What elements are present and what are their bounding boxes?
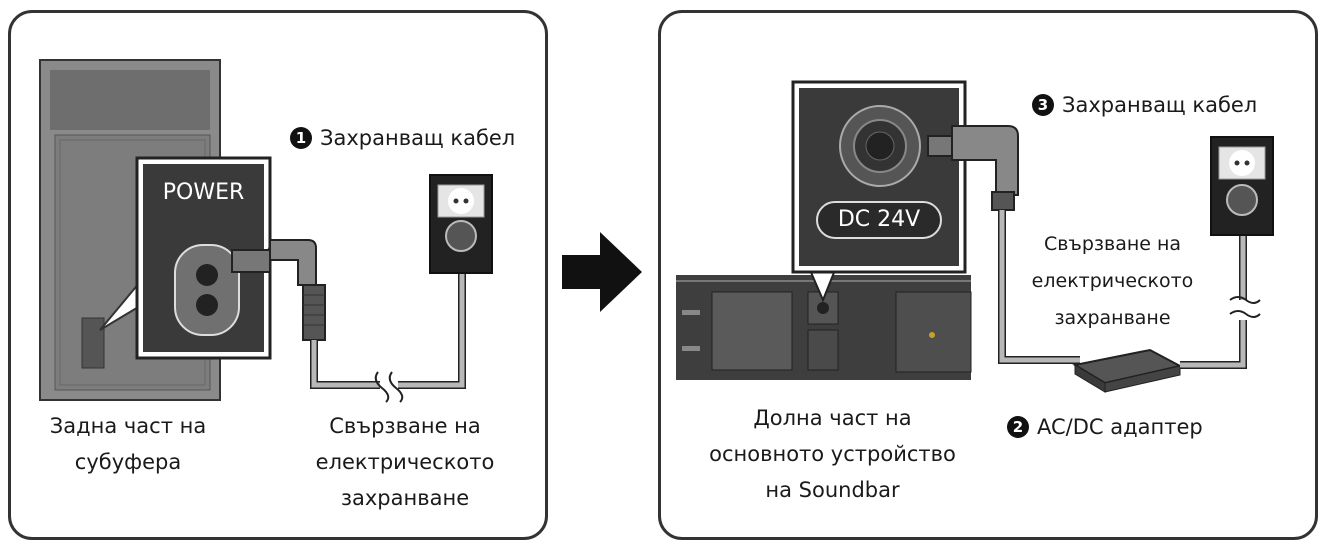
wall-outlet-right bbox=[1210, 136, 1274, 236]
step-number-1: 1 bbox=[290, 127, 312, 149]
subwoofer-caption: Задна част на субуфера bbox=[28, 408, 228, 480]
dc-input-callout bbox=[791, 80, 967, 303]
caption-line: електрическото bbox=[315, 450, 495, 474]
direction-arrow bbox=[562, 232, 642, 312]
dc-plug bbox=[927, 125, 1019, 211]
power-plug-left bbox=[231, 239, 326, 341]
dc-cable bbox=[998, 210, 1080, 364]
step-number-3: 3 bbox=[1032, 94, 1054, 116]
caption-line: на Soundbar bbox=[765, 478, 900, 502]
cable-text: Захранващ кабел bbox=[320, 126, 516, 150]
wall-outlet-left bbox=[429, 174, 493, 274]
right-power-connection-caption: Свързване на електрическото захранване bbox=[1010, 226, 1215, 337]
right-power-cable-label: 3 Захранващ кабел bbox=[1032, 93, 1257, 117]
caption-line: Свързване на bbox=[329, 414, 481, 438]
caption-line: Свързване на bbox=[1043, 233, 1182, 255]
step-number-2: 2 bbox=[1007, 416, 1029, 438]
dc-24v-label: DC 24V bbox=[837, 207, 921, 232]
caption-line: субуфера bbox=[74, 450, 182, 474]
caption-line: основното устройство bbox=[709, 442, 956, 466]
caption-line: захранване bbox=[340, 486, 470, 510]
caption-line: електрическото bbox=[1031, 270, 1194, 292]
caption-line: Долна част на bbox=[753, 406, 912, 430]
left-power-connection-caption: Свързване на електрическото захранване bbox=[290, 408, 520, 516]
power-cable-left bbox=[310, 238, 466, 403]
adapter-label: 2 AC/DC адаптер bbox=[1007, 415, 1203, 439]
caption-line: Задна част на bbox=[49, 414, 207, 438]
left-power-cable-label: 1 Захранващ кабел bbox=[290, 126, 515, 150]
adapter-text: AC/DC адаптер bbox=[1037, 415, 1203, 439]
ac-dc-adapter bbox=[1072, 348, 1183, 393]
caption-line: захранване bbox=[1054, 307, 1171, 329]
cable-text: Захранващ кабел bbox=[1062, 93, 1258, 117]
soundbar-caption: Долна част на основното устройство на So… bbox=[705, 400, 960, 508]
power-label: POWER bbox=[162, 180, 245, 205]
